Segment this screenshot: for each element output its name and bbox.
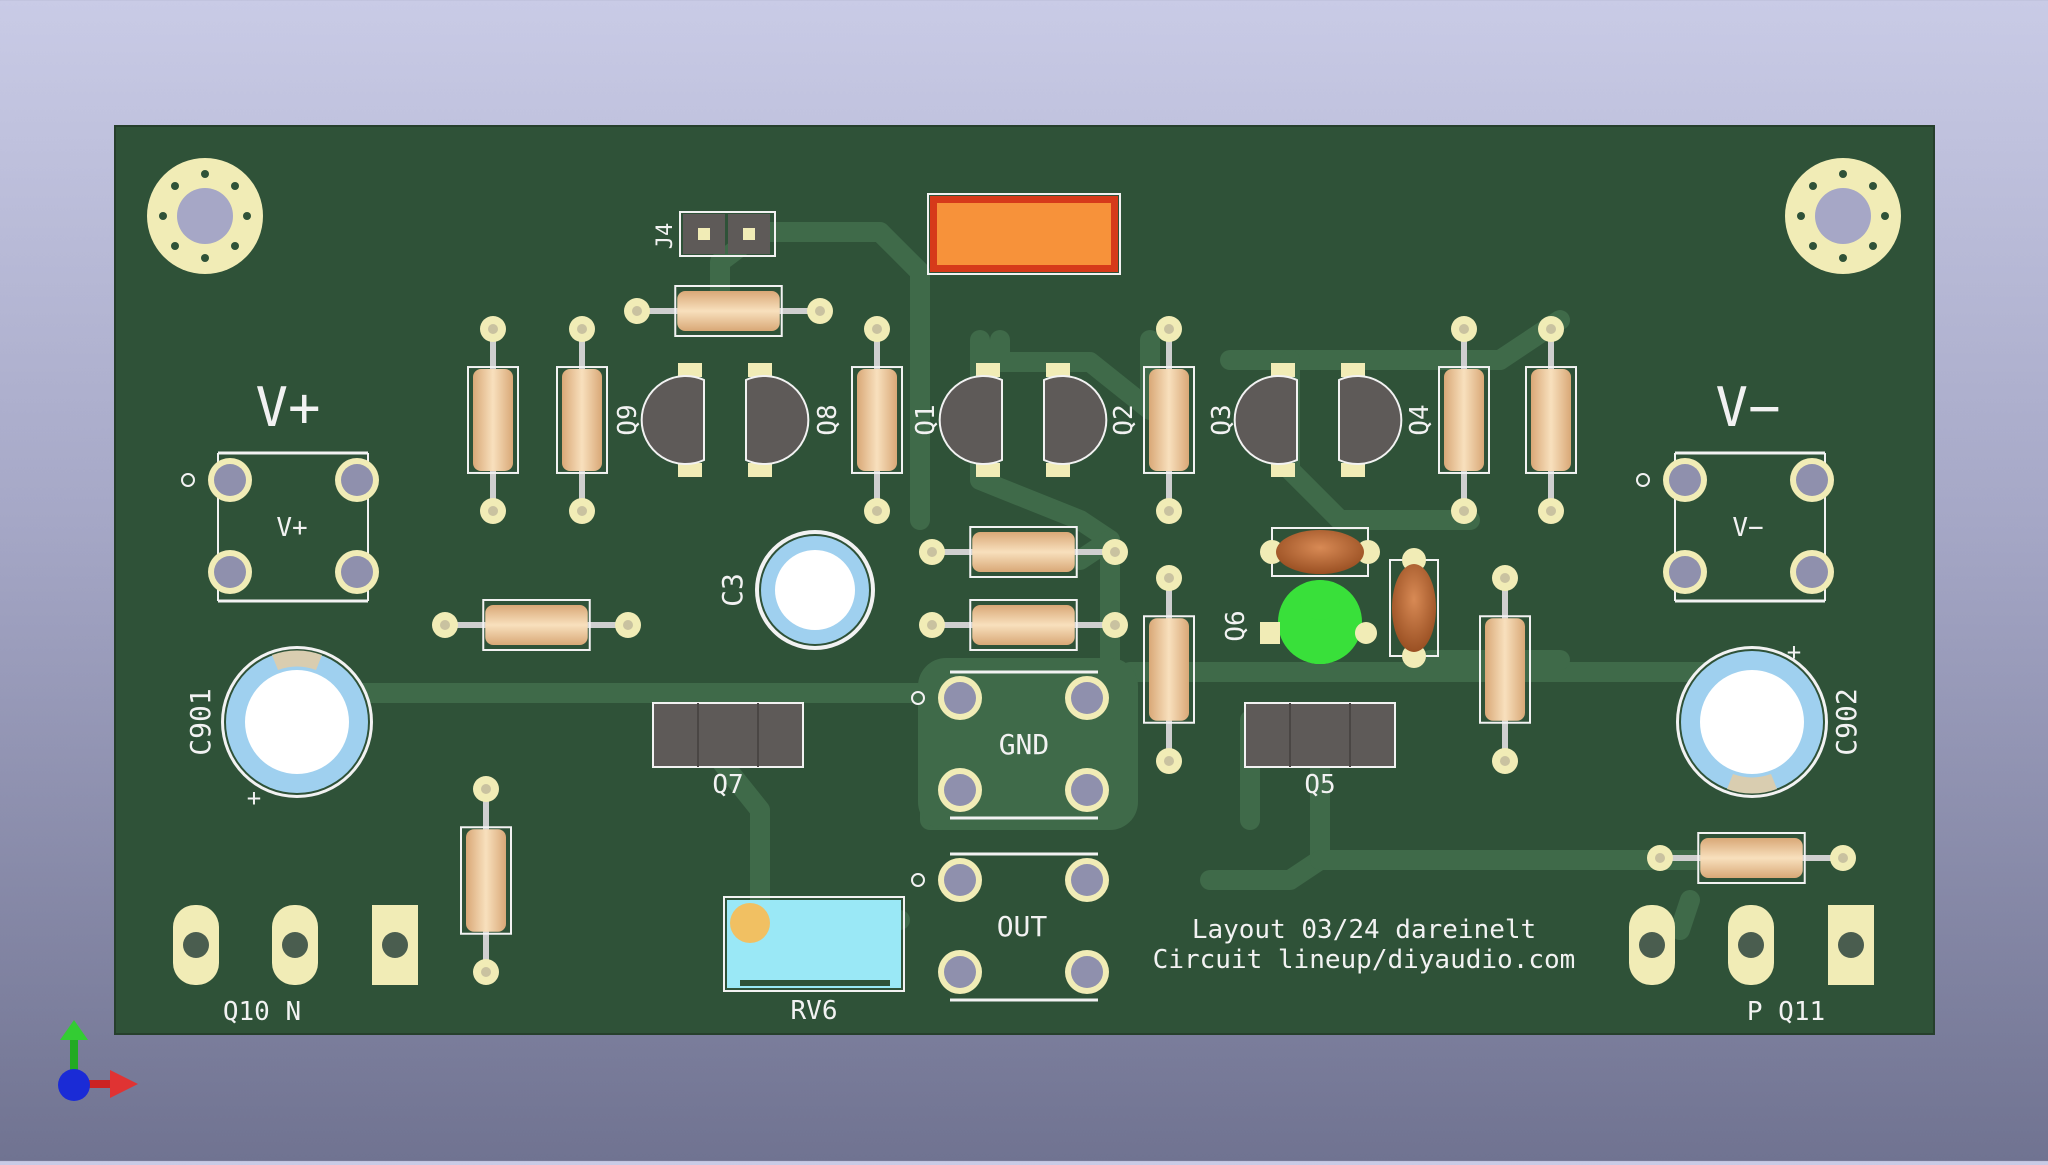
transistor-q4 [1338,363,1403,477]
transistor-q8 [745,363,810,477]
ref-q8: Q8 [813,404,843,435]
axis-gizmo [58,1020,138,1101]
credit-line-1: Layout 03/24 dareinelt [1192,915,1536,945]
vminus-terminal [1636,451,1834,603]
vminus-big-label: V− [1715,376,1780,439]
vminus-pad-label: V− [1732,513,1763,543]
vplus-big-label: V+ [255,376,320,439]
q10n-label: Q10 N [223,997,301,1027]
resistor-vertical [1525,316,1577,524]
resistor-vertical [1438,316,1490,524]
ref-c902: C902 [1830,688,1863,755]
capacitor-c3 [755,530,875,650]
transistor-q5 [1244,702,1396,768]
resistors-horizontal [432,285,1856,884]
connector-j4 [679,211,776,257]
transistor-q7 [652,702,804,768]
resistor-vertical [1143,316,1195,524]
ref-q9: Q9 [613,404,643,435]
c902-plus: + [1787,638,1801,666]
ref-q7: Q7 [712,770,743,800]
resistor-vertical [851,316,903,524]
ceramic-cap-vertical [1389,548,1439,668]
resistor-vertical [1143,565,1195,774]
capacitor-c902 [1676,646,1828,798]
resistors-vertical [460,565,1531,985]
ref-c901: C901 [184,688,217,755]
transistor-q1 [938,363,1003,477]
out-label: OUT [997,910,1048,943]
out-terminal [911,852,1109,1002]
transistors-to92 [640,363,1403,477]
resistor-vertical [556,316,608,524]
resistors-top-row [467,316,1577,524]
resistor-vertical [467,316,519,524]
resistor-vertical [1479,565,1531,774]
transistor-q3 [1233,363,1298,477]
ref-c3: C3 [716,573,749,607]
ref-q1: Q1 [911,404,941,435]
resistor-horizontal [624,285,833,337]
vplus-terminal [181,451,379,603]
resistor-horizontal [919,526,1128,578]
transistor-q9 [640,363,705,477]
vplus-pad-label: V+ [276,513,307,543]
gnd-label: GND [999,728,1050,761]
ref-q5: Q5 [1304,770,1335,800]
orange-component [927,193,1121,275]
pcb-board [114,125,1935,1035]
resistor-horizontal [1647,832,1856,884]
ref-q2: Q2 [1109,404,1139,435]
resistor-horizontal [432,599,641,651]
mounting-hole-right [1785,158,1901,274]
ref-q3: Q3 [1207,404,1237,435]
pq11-label: P Q11 [1747,997,1825,1027]
gnd-terminal [911,670,1109,820]
resistor-vertical [460,776,512,985]
ref-q4: Q4 [1405,404,1435,435]
ref-q6: Q6 [1221,610,1251,641]
q11-pads [1629,905,1874,985]
mounting-hole-left [147,158,263,274]
capacitor-c901 [221,646,373,798]
c901-plus: + [247,784,261,812]
ref-rv6: RV6 [791,996,838,1026]
ceramic-cap-horizontal [1260,527,1380,577]
q10-pads [173,905,418,985]
resistor-horizontal [919,599,1128,651]
transistor-q6 [1260,580,1378,664]
transistor-q2 [1043,363,1108,477]
credit-line-2: Circuit lineup/diyaudio.com [1153,945,1576,975]
trimmer-rv6 [723,896,905,992]
ref-j4: J4 [653,223,678,250]
